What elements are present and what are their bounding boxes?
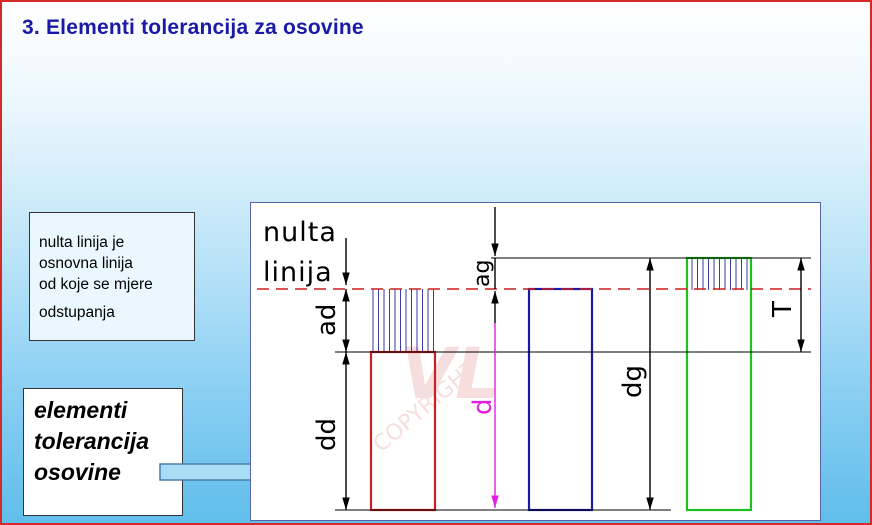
elements-label-line: tolerancija (34, 428, 150, 454)
elements-label-line: elementi (34, 397, 128, 423)
dg-label: dg (618, 365, 648, 398)
tolerance-diagram: VL COPYRIGHT (250, 202, 821, 521)
elements-label-box: elementi tolerancija osovine (23, 388, 183, 516)
zero-line-label-2: linija (263, 257, 333, 288)
note-line: nulta linija je (39, 234, 125, 251)
lower-deviation-hatch (371, 289, 435, 352)
shaft-max-rectangle (685, 256, 753, 512)
tolerance-diagram-svg: VL COPYRIGHT (257, 207, 811, 512)
ag-label: ag (470, 260, 495, 287)
note-line: odstupanja (39, 304, 115, 321)
zero-line-note-box: nulta linija je osnovna linija od koje s… (29, 212, 195, 341)
upper-deviation-hatch (687, 258, 751, 290)
slide-title: 3. Elementi tolerancija za osovine (22, 16, 364, 39)
note-line: od koje se mjere (39, 276, 153, 293)
dd-label: dd (312, 418, 342, 451)
T-label: T (768, 301, 798, 318)
d-label: d (468, 398, 498, 415)
note-line: osnovna linija (39, 255, 133, 272)
elements-label-line: osovine (34, 459, 121, 485)
ad-label: ad (312, 304, 342, 336)
zero-line-label-1: nulta (263, 217, 337, 248)
shaft-nominal-rectangle (527, 287, 594, 512)
